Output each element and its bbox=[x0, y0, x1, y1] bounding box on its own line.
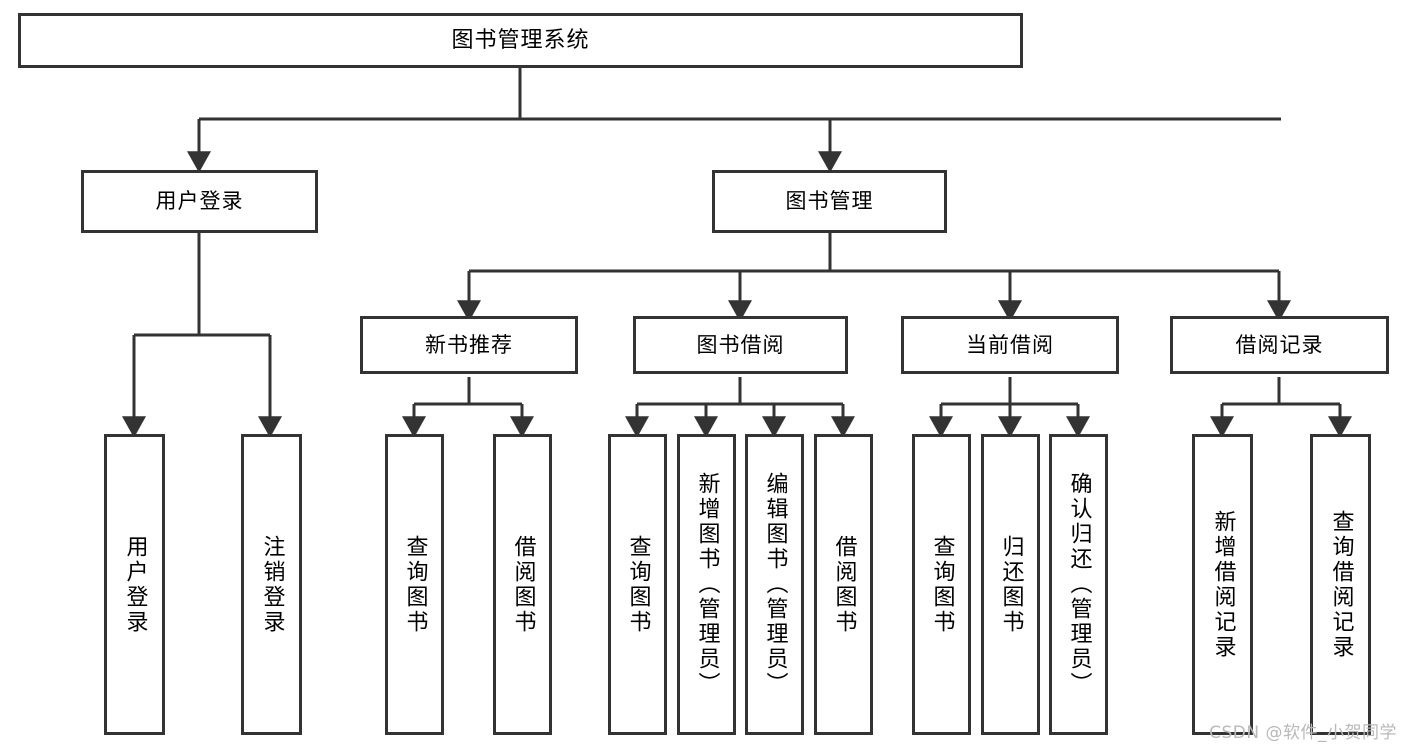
node-leaf-query-book-3[interactable]: 查询图书 bbox=[912, 434, 971, 735]
node-label: 注销登录 bbox=[259, 534, 285, 635]
node-root-book-management-system[interactable]: 图书管理系统 bbox=[18, 13, 1023, 68]
node-label: 图书借阅 bbox=[696, 332, 785, 357]
node-label: 查询图书 bbox=[625, 534, 651, 635]
node-label: 查询借阅记录 bbox=[1328, 509, 1354, 660]
node-borrow-record[interactable]: 借阅记录 bbox=[1170, 316, 1389, 374]
node-leaf-confirm-return[interactable]: 确认归还（管理员） bbox=[1049, 434, 1108, 735]
node-book-management[interactable]: 图书管理 bbox=[712, 170, 947, 233]
node-leaf-user-login[interactable]: 用户登录 bbox=[104, 434, 165, 735]
node-current-borrow[interactable]: 当前借阅 bbox=[901, 316, 1119, 374]
node-label: 用户登录 bbox=[155, 189, 244, 214]
node-leaf-borrow-book-2[interactable]: 借阅图书 bbox=[814, 434, 873, 735]
node-label: 借阅图书 bbox=[831, 534, 857, 635]
node-label: 查询图书 bbox=[402, 534, 428, 635]
node-label: 借阅图书 bbox=[510, 534, 536, 635]
csdn-watermark: CSDN @软件_小贺同学 bbox=[1209, 723, 1397, 743]
node-label: 新增图书（管理员） bbox=[694, 472, 720, 697]
node-leaf-edit-book[interactable]: 编辑图书（管理员） bbox=[745, 434, 804, 735]
node-label: 确认归还（管理员） bbox=[1066, 472, 1092, 697]
node-leaf-query-book-2[interactable]: 查询图书 bbox=[608, 434, 667, 735]
node-new-book-recommend[interactable]: 新书推荐 bbox=[360, 316, 578, 374]
node-label: 借阅记录 bbox=[1235, 332, 1324, 357]
node-leaf-logout[interactable]: 注销登录 bbox=[241, 434, 302, 735]
node-label: 编辑图书（管理员） bbox=[762, 472, 788, 697]
node-leaf-query-record[interactable]: 查询借阅记录 bbox=[1310, 434, 1371, 735]
node-label: 查询图书 bbox=[929, 534, 955, 635]
node-label: 当前借阅 bbox=[966, 332, 1054, 357]
node-label: 新书推荐 bbox=[425, 332, 513, 357]
node-leaf-query-book-1[interactable]: 查询图书 bbox=[385, 434, 444, 735]
node-label: 归还图书 bbox=[998, 534, 1024, 635]
node-label: 图书管理系统 bbox=[451, 27, 590, 53]
node-user-login[interactable]: 用户登录 bbox=[81, 170, 318, 233]
node-label: 用户登录 bbox=[122, 534, 148, 635]
node-leaf-add-record[interactable]: 新增借阅记录 bbox=[1192, 434, 1253, 735]
node-label: 新增借阅记录 bbox=[1210, 509, 1236, 660]
node-label: 图书管理 bbox=[785, 189, 874, 214]
node-book-borrow[interactable]: 图书借阅 bbox=[633, 316, 848, 374]
node-leaf-borrow-book-1[interactable]: 借阅图书 bbox=[493, 434, 552, 735]
node-leaf-add-book[interactable]: 新增图书（管理员） bbox=[677, 434, 736, 735]
node-leaf-return-book[interactable]: 归还图书 bbox=[981, 434, 1040, 735]
